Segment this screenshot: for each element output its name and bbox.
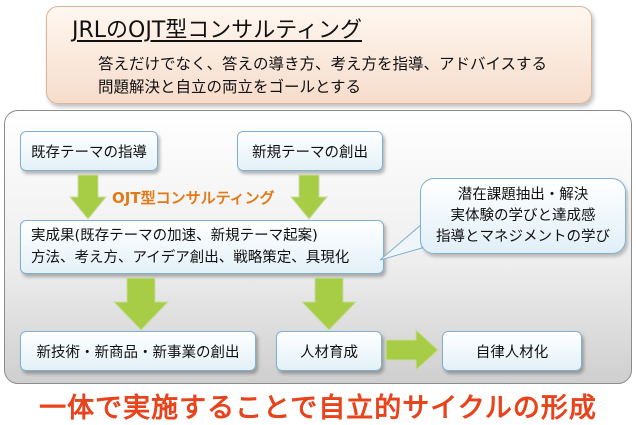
arrow-new-to-results: [289, 174, 329, 220]
speech-bubble: 潜在課題抽出・解決 実体験の学びと達成感 指導とマネジメントの学び: [420, 178, 626, 254]
node-autonomous-talent: 自律人材化: [442, 331, 582, 371]
node-existing-theme-label: 既存テーマの指導: [31, 144, 147, 161]
node-hr-development: 人材育成: [276, 331, 382, 371]
arrow-existing-to-results: [68, 174, 108, 220]
node-new-theme-label: 新規テーマの創出: [252, 144, 368, 161]
node-results-line-1: 実成果(既存テーマの加速、新規テーマ起案): [31, 228, 318, 244]
bubble-line-2: 実体験の学びと達成感: [450, 207, 596, 224]
node-new-theme: 新規テーマの創出: [237, 131, 383, 171]
ojt-consulting-label: OJT型コンサルティング: [112, 189, 275, 207]
node-new-business: 新技術・新商品・新事業の創出: [20, 331, 256, 371]
node-existing-theme: 既存テーマの指導: [20, 131, 158, 171]
node-results-line-2: 方法、考え方、アイデア創出、戦略策定、具現化: [31, 250, 350, 266]
bubble-line-3: 指導とマネジメントの学び: [436, 228, 610, 245]
node-autonomous-talent-label: 自律人材化: [475, 344, 549, 361]
header-title: JRLのOJT型コンサルティング: [72, 18, 362, 43]
header-box: [46, 6, 592, 104]
arrow-results-to-hr: [300, 277, 358, 331]
header-description-line-1: 答えだけでなく、答えの導き方、考え方を指導、アドバイスする: [98, 55, 548, 73]
bubble-line-1: 潜在課題抽出・解決: [457, 186, 589, 203]
node-new-business-label: 新技術・新商品・新事業の創出: [36, 344, 240, 361]
footer-slogan: 一体で実施することで自立的サイクルの形成: [39, 393, 597, 424]
arrow-results-to-new-business: [112, 277, 170, 331]
node-hr-development-label: 人材育成: [300, 344, 358, 361]
node-results: 実成果(既存テーマの加速、新規テーマ起案) 方法、考え方、アイデア創出、戦略策定…: [20, 220, 384, 274]
header-description-line-2: 問題解決と自立の両立をゴールとする: [98, 78, 362, 96]
arrow-hr-to-autonomous: [385, 328, 439, 372]
